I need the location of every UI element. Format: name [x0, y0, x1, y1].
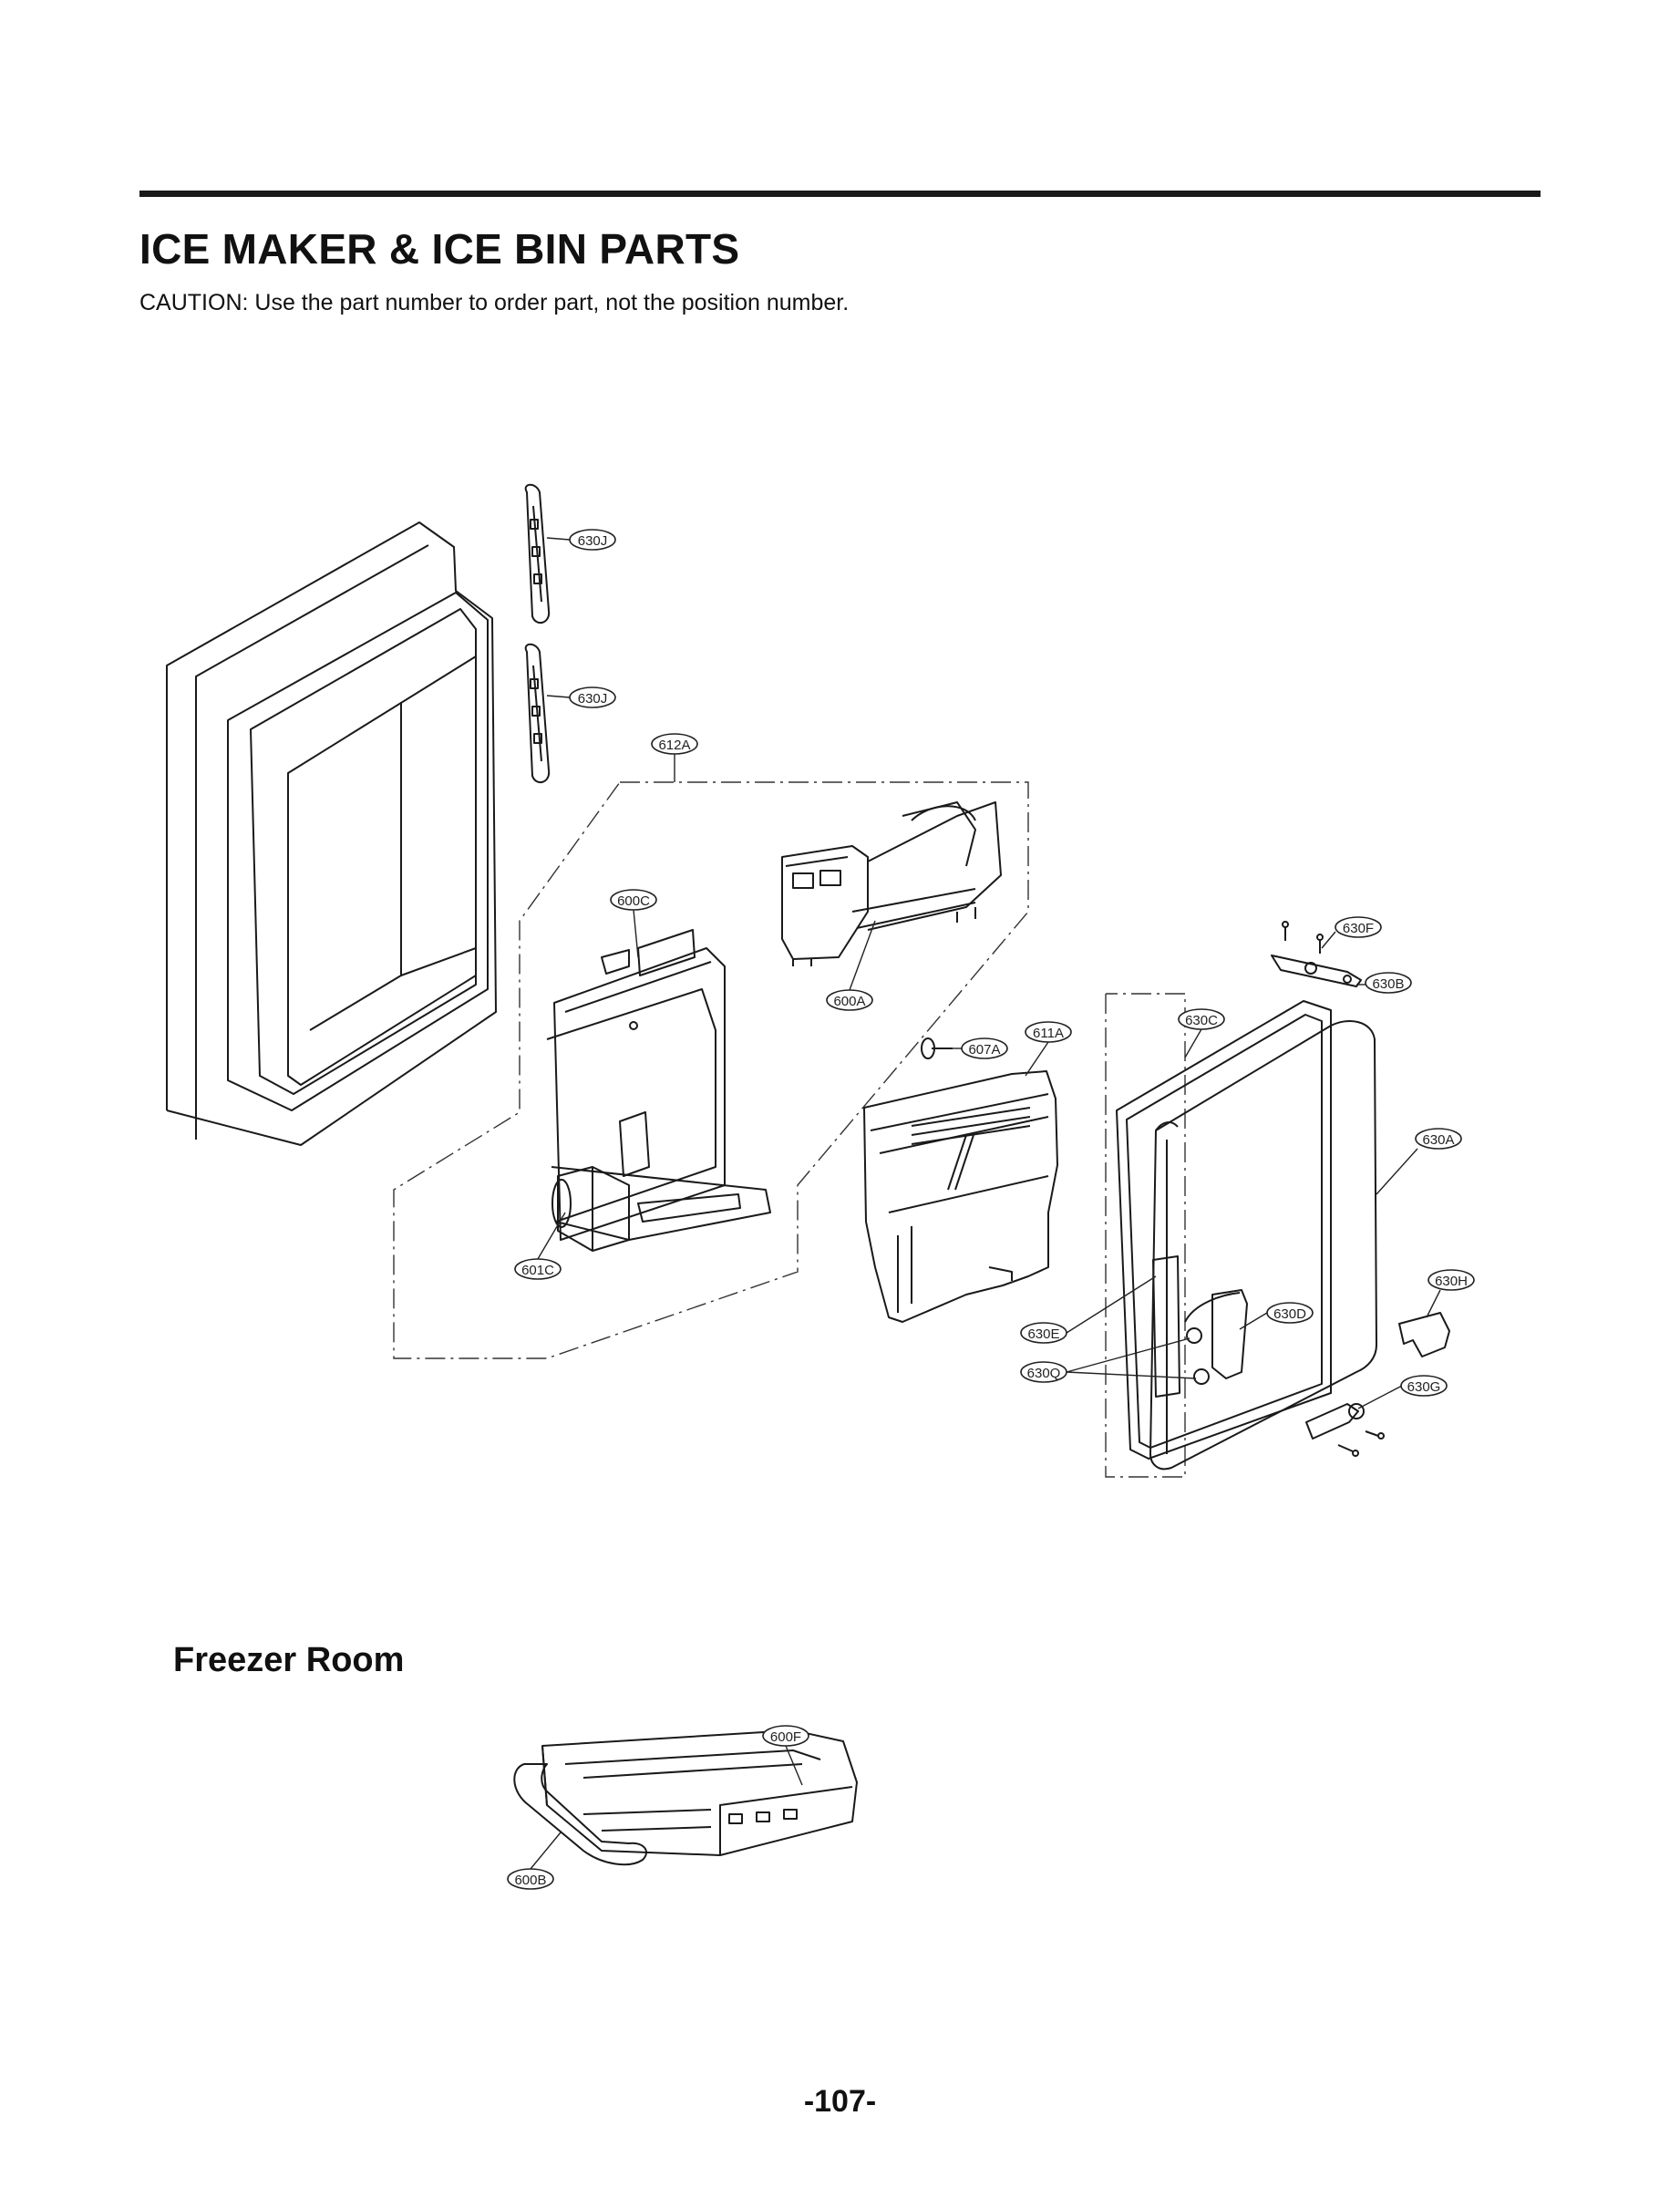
svg-text:630H: 630H: [1435, 1274, 1468, 1289]
svg-text:630J: 630J: [578, 691, 608, 707]
hinge-lower-part: [1305, 1403, 1385, 1457]
callout-630C: 630C: [1178, 1008, 1225, 1058]
svg-text:601C: 601C: [521, 1263, 554, 1278]
svg-text:611A: 611A: [1033, 1026, 1064, 1041]
ice-bin-door-part: [1149, 1020, 1377, 1471]
svg-text:630Q: 630Q: [1027, 1366, 1061, 1381]
door-liner-part: [166, 521, 497, 1146]
door-stopper-part: [1398, 1312, 1450, 1357]
callout-601C: 601C: [514, 1212, 566, 1280]
callout-630J-bottom: 630J: [546, 686, 616, 708]
svg-text:600F: 600F: [770, 1729, 801, 1745]
callout-630Q: 630Q: [1020, 1337, 1197, 1383]
svg-text:600A: 600A: [833, 994, 865, 1009]
auger-motor-part: [551, 1166, 630, 1252]
caution-note: CAUTION: Use the part number to order pa…: [139, 290, 850, 315]
door-gasket-part: [1116, 1000, 1332, 1460]
callout-630D: 630D: [1239, 1302, 1314, 1330]
svg-text:630A: 630A: [1422, 1132, 1454, 1148]
duct-cap-top-part: [524, 483, 551, 624]
svg-text:612A: 612A: [658, 738, 690, 753]
svg-text:630D: 630D: [1273, 1306, 1306, 1322]
svg-text:630J: 630J: [578, 533, 608, 549]
callout-611A: 611A: [1025, 1021, 1072, 1077]
freezer-room-heading: Freezer Room: [173, 1641, 405, 1679]
callout-607A: 607A: [948, 1037, 1008, 1059]
callout-612A: 612A: [651, 733, 698, 782]
door-lever-part: [1184, 1289, 1248, 1385]
callout-630E: 630E: [1020, 1275, 1157, 1344]
svg-text:600C: 600C: [617, 893, 650, 909]
page-title: ICE MAKER & ICE BIN PARTS: [139, 225, 740, 273]
svg-text:630C: 630C: [1185, 1013, 1218, 1028]
ice-maker-part: [781, 801, 1002, 966]
ice-bin-part: [863, 1070, 1058, 1323]
callout-600F: 600F: [762, 1725, 809, 1786]
header-rule: [139, 191, 1541, 197]
door-latch-part: [1152, 1255, 1180, 1398]
svg-text:630E: 630E: [1027, 1326, 1059, 1342]
callout-630H: 630H: [1426, 1269, 1475, 1318]
callout-630B: 630B: [1356, 972, 1412, 994]
svg-text:630F: 630F: [1343, 921, 1374, 936]
ice-maker-bracket-part: [546, 929, 771, 1241]
svg-text:630G: 630G: [1407, 1379, 1441, 1395]
svg-text:607A: 607A: [968, 1042, 1000, 1058]
freezer-ice-maker-part: [513, 1729, 858, 1866]
svg-text:600B: 600B: [514, 1873, 546, 1888]
hinge-upper-part: [1271, 921, 1362, 987]
callout-630F: 630F: [1321, 916, 1382, 949]
callout-630G: 630G: [1357, 1375, 1448, 1409]
screw-607A-part: [921, 1037, 953, 1059]
svg-text:630B: 630B: [1372, 976, 1404, 992]
page-number: -107-: [803, 2084, 877, 2119]
duct-cap-bottom-part: [524, 643, 551, 784]
ice-bin-door-boundary: [1105, 993, 1186, 1478]
callout-600C: 600C: [610, 889, 657, 958]
assembly-612A-boundary: [393, 781, 1029, 1359]
callout-600A: 600A: [826, 920, 876, 1011]
callout-630J-top: 630J: [546, 529, 616, 551]
callout-630A: 630A: [1376, 1128, 1462, 1195]
callout-600B: 600B: [507, 1832, 562, 1890]
